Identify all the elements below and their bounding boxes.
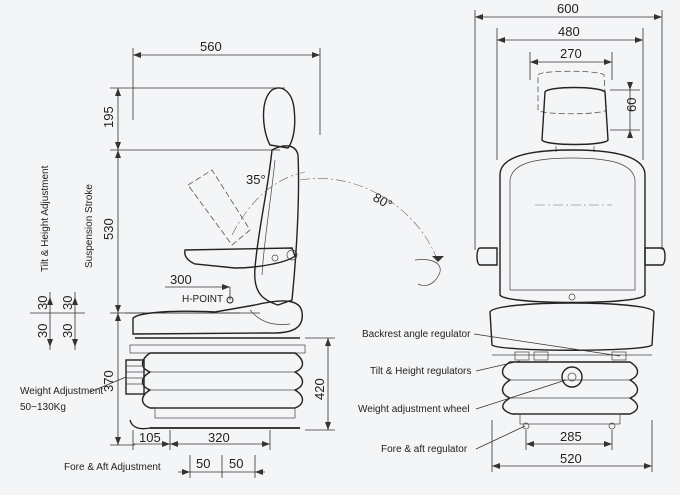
tilt-30-upper: 30 xyxy=(35,296,50,310)
side-headrest xyxy=(262,87,296,149)
suspension-label: Suspension Stroke xyxy=(84,184,95,268)
front-base xyxy=(519,413,621,425)
front-armrest-right xyxy=(644,247,666,266)
dim-370-label: 370 xyxy=(101,370,116,392)
dim-300-label: 300 xyxy=(170,272,192,287)
dim-530-label: 530 xyxy=(101,218,116,240)
side-armrest-raised xyxy=(187,169,251,246)
dim-headrest-width: 270 xyxy=(529,46,613,80)
front-armrest-left xyxy=(476,247,498,266)
dim-560-label: 560 xyxy=(200,39,222,54)
dim-hpoint: 300 H-POINT xyxy=(125,272,260,314)
dim-320-label: 320 xyxy=(208,430,230,445)
armrest-swing: 80° xyxy=(299,178,444,286)
dim-stroke-group: 30 30 30 30 xyxy=(30,292,85,350)
front-bellows xyxy=(501,361,639,415)
dim-600-label: 600 xyxy=(557,1,579,16)
backrest-regulator-right xyxy=(611,351,627,361)
h-point-label: H-POINT xyxy=(182,294,223,305)
dim-overall-height: 420 xyxy=(305,337,335,431)
dim-420-label: 420 xyxy=(312,378,327,400)
callout-weight-wheel: Weight adjustment wheel xyxy=(358,404,470,415)
dim-rail-width: 285 xyxy=(525,429,613,450)
weight-range-label: 50~130Kg xyxy=(20,402,66,413)
front-headrest xyxy=(541,86,609,146)
dim-overall-width: 600 xyxy=(474,1,663,250)
dim-195-label: 195 xyxy=(101,106,116,128)
weight-adjust-knob xyxy=(125,359,145,395)
side-armrest xyxy=(184,247,296,269)
susp-30-lower: 30 xyxy=(60,324,75,338)
dim-overall-depth: 560 xyxy=(132,39,321,135)
front-headrest-raised xyxy=(537,70,607,115)
dim-vertical-stack: 195 530 370 xyxy=(101,87,285,446)
armrest-angle-label: 80° xyxy=(371,190,396,213)
fore-aft-50-b: 50 xyxy=(229,456,243,471)
side-backrest xyxy=(254,145,300,306)
weight-adjust-label: Weight Adjustment xyxy=(20,386,103,397)
dim-bottom: 105 320 xyxy=(132,430,271,450)
backrest-regulator-left xyxy=(514,351,530,361)
recline-angle-label: 35° xyxy=(246,172,266,187)
side-bellows xyxy=(141,352,304,409)
dim-520-label: 520 xyxy=(560,451,582,466)
callout-backrest-angle: Backrest angle regulator xyxy=(362,329,471,340)
side-upper-plate xyxy=(129,344,306,354)
dim-285-label: 285 xyxy=(560,429,582,444)
fore-aft-50-a: 50 xyxy=(196,456,210,471)
tilt-30-lower: 30 xyxy=(35,324,50,338)
weight-adjust-wheel xyxy=(561,366,583,388)
side-base-rail xyxy=(154,407,296,419)
front-view: 600 480 270 xyxy=(358,1,666,472)
front-backrest xyxy=(499,149,646,304)
tilt-height-label: Tilt & Height Adjustment xyxy=(40,165,51,272)
dim-fore-aft: 50 50 xyxy=(178,455,265,478)
front-seat-cushion xyxy=(489,302,655,351)
h-point-marker xyxy=(226,296,234,304)
dim-270-label: 270 xyxy=(560,46,582,61)
fore-aft-label: Fore & Aft Adjustment xyxy=(64,462,161,473)
dim-base-width: 520 xyxy=(491,420,653,472)
dim-60-label: 60 xyxy=(624,98,639,112)
side-seat-cushion xyxy=(132,300,303,335)
susp-30-upper: 30 xyxy=(60,296,75,310)
callout-tilt-height: Tilt & Height regulators xyxy=(370,366,471,377)
side-view: 560 195 530 370 Tilt & Height Adjustment… xyxy=(20,39,335,478)
callout-fore-aft: Fore & aft regulator xyxy=(381,444,468,455)
dim-480-label: 480 xyxy=(558,24,580,39)
dim-backrest-width: 480 xyxy=(496,24,644,160)
dim-headrest-travel: 60 xyxy=(610,82,640,138)
dim-105-label: 105 xyxy=(139,430,161,445)
